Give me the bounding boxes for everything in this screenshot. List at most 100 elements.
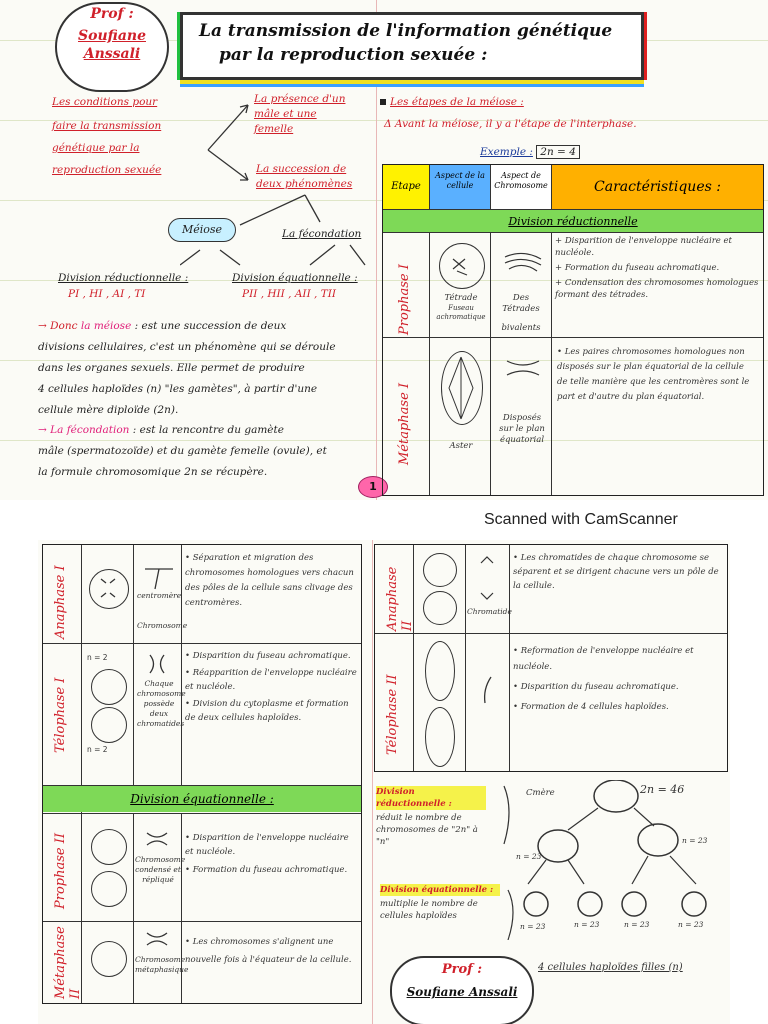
col-rule (465, 545, 466, 771)
anaphase2-label: Anaphase II (385, 566, 415, 631)
meiosis-tree-diagram (503, 780, 707, 940)
div-red-phases: PI , HI , AI , TI (68, 288, 146, 300)
prophase2-cell-top (91, 829, 127, 865)
para-meiose: → Donc la méiose : est une succession de… (38, 316, 376, 421)
col-rule (509, 545, 510, 771)
para-meiose-l2: divisions cellulaires, c'est un phénomèn… (38, 341, 336, 353)
summary-eq: Division équationnelle : multiplie le no… (380, 884, 500, 922)
conditions-line4: reproduction sexuée (52, 164, 162, 176)
branch1-line3: femelle (254, 123, 294, 135)
telophase1-cell-bottom (91, 707, 127, 743)
prophase1-tetrad-icon (504, 252, 542, 272)
summary-red-text: réduit le nombre de chromosomes de "2n" … (376, 813, 478, 847)
para-meiose-term: la méiose (80, 320, 132, 332)
tree-footer: 4 cellules haploïdes filles (n) (538, 962, 683, 973)
col-rule (551, 232, 552, 495)
anaphase1-chromosome-icon (145, 568, 173, 590)
author-badge-bottom: Prof : Soufiane Anssali (390, 956, 534, 1024)
header-etape-text: Etape (391, 181, 421, 192)
row-rule (43, 921, 361, 922)
para-fecondation: → La fécondation : est la rencontre du g… (38, 420, 376, 483)
prophase2-cell-bottom (91, 871, 127, 907)
anaphase1-cell-icon (89, 569, 129, 609)
header-aspect-cellule: Aspect de la cellule (430, 165, 491, 209)
para-meiose-l4: 4 cellules haploïdes (n) "les gamètes", … (38, 383, 318, 395)
tree-mother-label: Cmère (526, 788, 555, 798)
para-meiose-l3: dans les organes sexuels. Elle permet de… (38, 362, 305, 374)
metaphase2-caption: Chromosome métaphasique (135, 955, 189, 974)
prophase1-label: Prophase I (397, 264, 412, 335)
div-eq-label: Division équationnelle : (232, 272, 358, 284)
author-badge: Prof : Soufiane Anssali (55, 2, 169, 92)
metaphase2-cell-icon (91, 941, 127, 977)
tree-n23-3: n = 23 (624, 920, 650, 929)
telophase1-label: Télophase I (53, 677, 68, 753)
meiose-label: Méiose (181, 223, 223, 236)
para-meiose-l5: cellule mère diploïde (2n). (38, 404, 179, 416)
branch-arrows (207, 104, 249, 181)
conditions-line1: Les conditions pour (52, 96, 158, 108)
telophase2-chromatid-icon (483, 676, 492, 704)
row-rule (43, 813, 361, 814)
branch-succession: La succession de deux phénomènes (256, 162, 376, 192)
para-fecond-l1: : est la rencontre du gamète (132, 424, 284, 436)
telophase2-c3: • Formation de 4 cellules haploïdes. (513, 702, 669, 712)
conditions-text: Les conditions pour faire la transmissio… (52, 94, 212, 178)
telophase2-label: Télophase II (385, 674, 400, 755)
prophase1-characteristics: + Disparition de l'enveloppe nucléaire e… (555, 235, 759, 301)
header-aspect-cellule-text: Aspect de la cellule (435, 171, 485, 190)
title-line1: La transmission de l'information génétiq… (199, 21, 613, 41)
metaphase1-chromosome-icon (506, 360, 540, 376)
badge-bottom-line1: Prof : (441, 962, 483, 977)
tree-2n-label: 2n = 46 (640, 783, 685, 796)
telophase2-c2: • Disparition du fuseau achromatique. (513, 682, 679, 692)
anaphase2-caption: Chromatide (467, 607, 512, 616)
telophase1-c1: • Disparition du fuseau achromatique. (185, 651, 351, 661)
metaphase2-label: Métaphase II (53, 926, 83, 999)
summary-eq-title: Division équationnelle : (380, 884, 500, 896)
header-aspect-chromo-text: Aspect de Chromosome (494, 171, 548, 190)
telophase1-caption: Chaque chromosome possède deux chromatid… (137, 679, 186, 728)
branch2-line2: deux phénomènes (256, 178, 353, 190)
div-eq-phases: PII , HII , AII , TII (242, 288, 337, 300)
col-rule (181, 545, 182, 785)
notebook-page-1: Prof : Soufiane Anssali La transmission … (0, 0, 768, 500)
header-aspect-chromo: Aspect de Chromosome (491, 165, 552, 209)
tree-n23-left: n = 23 (516, 852, 542, 861)
telophase1-n-bottom: n = 2 (87, 745, 108, 754)
prophase2-chromosome-icon (146, 832, 168, 846)
anaphase2-chromatid-icon (480, 556, 494, 600)
div-red-label: Division réductionnelle : (58, 272, 189, 284)
summary-red: Division réductionnelle : réduit le nomb… (376, 786, 486, 848)
anaphase1-chromosomes-icon (100, 578, 116, 598)
metaphase1-chromo-caption: Disposés sur le plan équatorial (499, 413, 545, 445)
metaphase1-spindle-icon (448, 356, 474, 420)
prophase1-c1: + Disparition de l'enveloppe nucléaire e… (555, 236, 732, 258)
col-rule (181, 813, 182, 1003)
prophase1-cell-caption-1: Tétrade (444, 293, 478, 303)
prophase1-cell-caption: Tétrade Fuseau achromatique (433, 293, 489, 322)
para-fecond-l3: la formule chromosomique 2n se récupère. (38, 466, 268, 478)
phenomena-arrows (180, 194, 366, 266)
para-fecond-term: La fécondation (50, 424, 130, 436)
page-number: 1 (369, 480, 377, 493)
anaphase2-characteristics: • Les chromatides de chaque chromosome s… (513, 553, 719, 591)
tree-n23-4: n = 23 (678, 920, 704, 929)
metaphase1-label: Métaphase I (397, 382, 412, 465)
col-rule (133, 545, 134, 785)
grid-line (0, 360, 768, 361)
grid-line (0, 280, 768, 281)
prophase1-chromo-caption-1: Des Tétrades (502, 293, 540, 314)
division-eq-bar: Division équationnelle : (43, 786, 361, 812)
metaphase1-cell-icon (441, 351, 483, 425)
header-caract: Caractéristiques : (552, 165, 763, 209)
prophase1-chromosome-icon (452, 258, 468, 276)
tree-n23-1: n = 23 (520, 922, 546, 931)
prophase1-cell-icon (439, 243, 485, 289)
branch-presence: La présence d'un mâle et une femelle (254, 92, 374, 137)
metaphase2-chromosome-icon (146, 932, 168, 946)
anaphase1-cap-centromere: centromère (137, 591, 182, 600)
meiosis-table-2-right: Anaphase II Chromatide • Les chromatides… (374, 544, 728, 772)
exemple: Exemple : 2n = 4 (480, 144, 580, 160)
meiosis-table-2-left: Anaphase I centromère Chromosome • Sépar… (42, 544, 362, 1004)
